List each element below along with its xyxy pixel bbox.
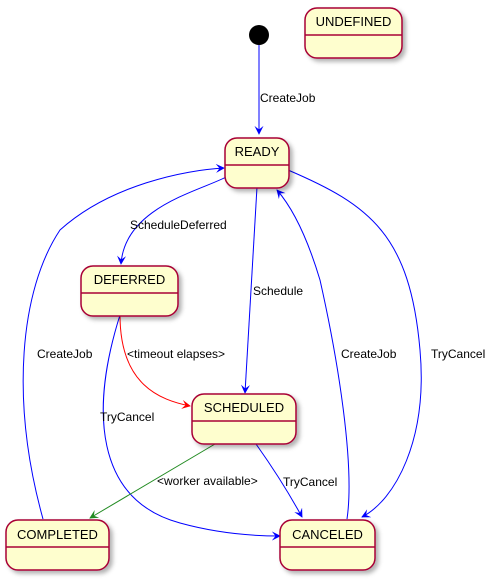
state-label-undefined: UNDEFINED (316, 14, 392, 29)
edge-label-ready-canceled: TryCancel (431, 347, 485, 361)
edge-label-canceled-ready: CreateJob (341, 347, 397, 361)
edge-scheduled-completed (89, 443, 216, 519)
state-label-scheduled: SCHEDULED (204, 400, 284, 415)
state-canceled: CANCELED (279, 519, 376, 571)
edge-ready-scheduled (240, 186, 258, 394)
edge-label-scheduled-completed: <worker available> (157, 474, 258, 488)
edge-label-deferred-canceled: TryCancel (100, 410, 154, 424)
state-ready: READY (224, 137, 290, 189)
state-scheduled: SCHEDULED (191, 393, 297, 445)
edge-deferred-scheduled (119, 314, 191, 409)
initial-state-dot (249, 25, 269, 45)
edge-canceled-ready (276, 189, 350, 520)
state-label-canceled: CANCELED (292, 527, 363, 542)
edge-completed-ready (22, 163, 225, 520)
state-label-ready: READY (235, 144, 280, 159)
edge-label-completed-ready: CreateJob (37, 347, 93, 361)
state-label-deferred: DEFERRED (94, 272, 166, 287)
edge-label-ready-deferred: ScheduleDeferred (130, 218, 227, 232)
state-undefined: UNDEFINED (304, 7, 403, 59)
edge-label-deferred-scheduled: <timeout elapses> (127, 347, 225, 361)
edge-deferred-canceled (102, 314, 281, 541)
edge-label-ready-scheduled: Schedule (253, 284, 303, 298)
state-label-completed: COMPLETED (17, 527, 98, 542)
state-deferred: DEFERRED (80, 265, 179, 317)
edge-label-scheduled-canceled: TryCancel (283, 475, 337, 489)
edge-ready-deferred (117, 174, 231, 265)
edge-label-init-ready: CreateJob (260, 91, 316, 105)
edge-ready-canceled (287, 169, 422, 518)
state-completed: COMPLETED (5, 519, 110, 571)
edge-scheduled-canceled (255, 443, 303, 518)
